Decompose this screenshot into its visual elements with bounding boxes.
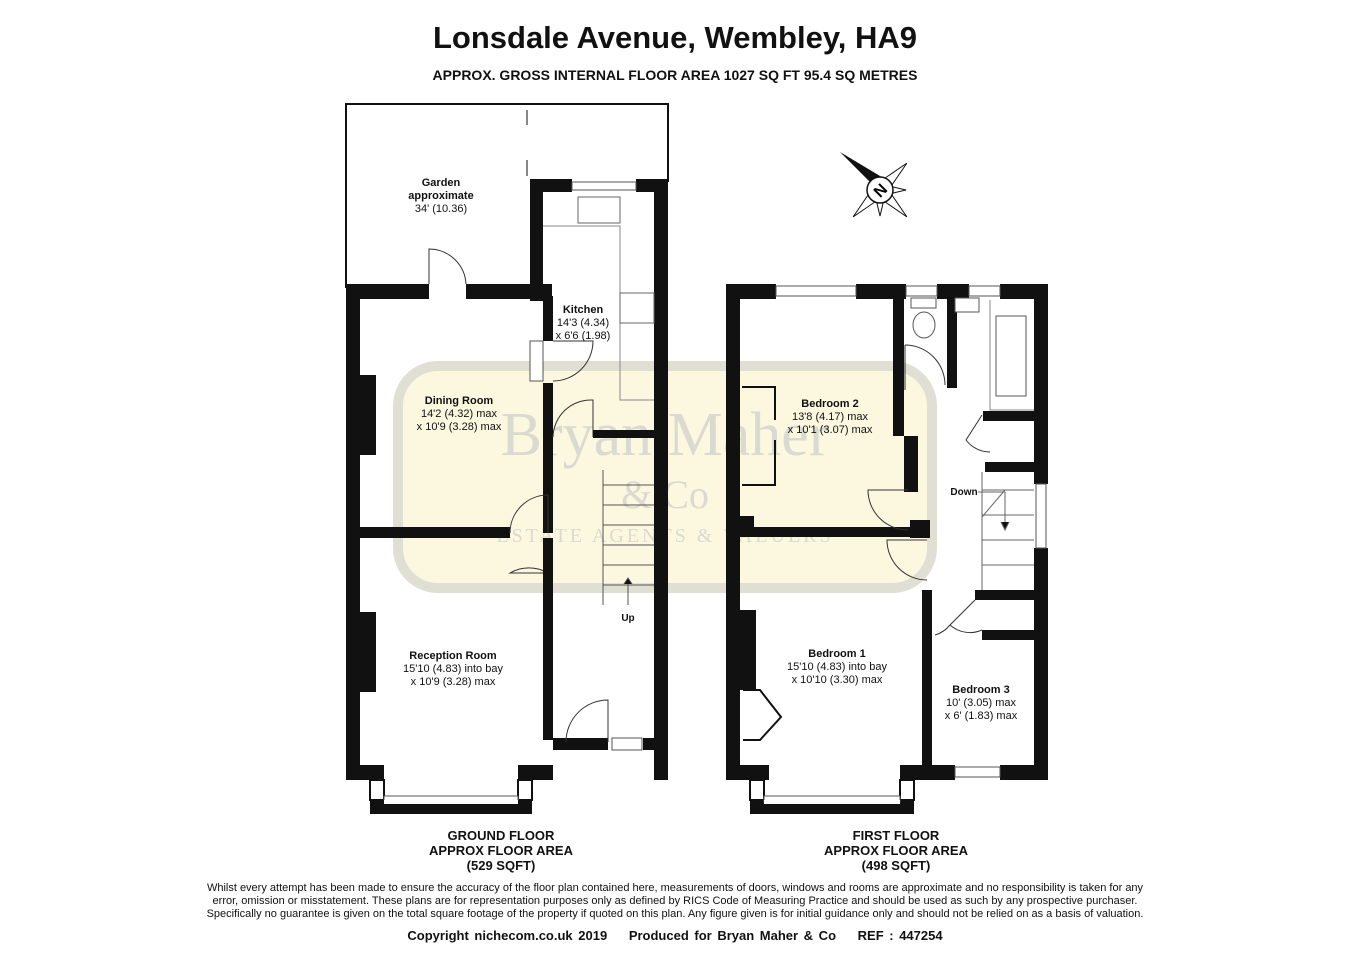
produced-for-text: Produced for Bryan Maher & Co	[628, 928, 837, 943]
room-dimensions: x 10'9 (3.28) max	[416, 421, 502, 433]
room-dimensions: x 10'9 (3.28) max	[410, 676, 496, 688]
room-dimensions: x 6'6 (1.98)	[555, 330, 611, 342]
room-name: Garden	[421, 177, 461, 189]
footer: Copyright nichecom.co.uk 2019 Produced f…	[0, 928, 1350, 943]
caption-line: APPROX FLOOR AREA	[429, 843, 573, 858]
first-floor-caption: FIRST FLOOR APPROX FLOOR AREA (498 SQFT)	[824, 828, 968, 873]
room-dimensions: x 10'1 (3.07) max	[787, 424, 873, 436]
caption-line: APPROX FLOOR AREA	[824, 843, 968, 858]
caption-line: (498 SQFT)	[861, 858, 931, 873]
room-label-kitchen: Kitchen 14'3 (4.34) x 6'6 (1.98)	[556, 304, 611, 343]
room-name: Bedroom 3	[952, 684, 1010, 696]
room-name: Dining Room	[424, 395, 494, 407]
disclaimer: Whilst every attempt has been made to en…	[0, 882, 1350, 921]
disclaimer-line: Whilst every attempt has been made to en…	[206, 882, 1144, 894]
page-title: Lonsdale Avenue, Wembley, HA9	[432, 20, 918, 55]
room-dimensions: 13'8 (4.17) max	[791, 411, 869, 423]
room-name: Reception Room	[409, 650, 497, 662]
room-name: Bedroom 1	[808, 648, 866, 660]
room-label-bedroom-2: Bedroom 2 13'8 (4.17) max x 10'1 (3.07) …	[788, 398, 873, 437]
room-label-bedroom-1: Bedroom 1 15'10 (4.83) into bay x 10'10 …	[787, 648, 887, 687]
room-name: Kitchen	[562, 304, 604, 316]
room-dimensions: 14'3 (4.34)	[556, 317, 610, 329]
north-compass-icon: N	[840, 152, 908, 218]
disclaimer-line: error, omission or misstatement. These p…	[212, 895, 1138, 907]
ground-floor-plan	[345, 103, 669, 814]
room-dimensions: 14'2 (4.32) max	[420, 408, 498, 420]
room-label-reception-room: Reception Room 15'10 (4.83) into bay x 1…	[403, 650, 503, 689]
disclaimer-line: Specifically no guarantee is given on th…	[206, 908, 1144, 920]
room-label-dining-room: Dining Room 14'2 (4.32) max x 10'9 (3.28…	[417, 395, 502, 434]
room-dimensions: x 6' (1.83) max	[944, 710, 1018, 722]
floor-area-subtitle: APPROX. GROSS INTERNAL FLOOR AREA 1027 S…	[432, 67, 918, 83]
stairs-down-label: Down	[950, 487, 978, 498]
room-dimensions: x 10'10 (3.30) max	[791, 674, 883, 686]
room-note: approximate	[408, 190, 474, 202]
room-label-bedroom-3: Bedroom 3 10' (3.05) max x 6' (1.83) max	[945, 684, 1017, 723]
room-dimensions: 34' (10.36)	[414, 203, 468, 215]
stairs-up-label: Up	[621, 613, 635, 624]
room-name: Bedroom 2	[801, 398, 859, 410]
ground-floor-caption: GROUND FLOOR APPROX FLOOR AREA (529 SQFT…	[429, 828, 573, 873]
room-dimensions: 15'10 (4.83) into bay	[403, 663, 503, 675]
room-label-garden: Garden approximate 34' (10.36)	[408, 177, 473, 216]
copyright-text: Copyright nichecom.co.uk 2019	[407, 928, 608, 943]
room-dimensions: 10' (3.05) max	[946, 697, 1016, 709]
room-dimensions: 15'10 (4.83) into bay	[787, 661, 887, 673]
caption-line: (529 SQFT)	[466, 858, 536, 873]
reference-number: REF : 447254	[857, 928, 943, 943]
caption-line: FIRST FLOOR	[852, 828, 940, 843]
caption-line: GROUND FLOOR	[447, 828, 555, 843]
first-floor-plan	[726, 284, 1048, 814]
